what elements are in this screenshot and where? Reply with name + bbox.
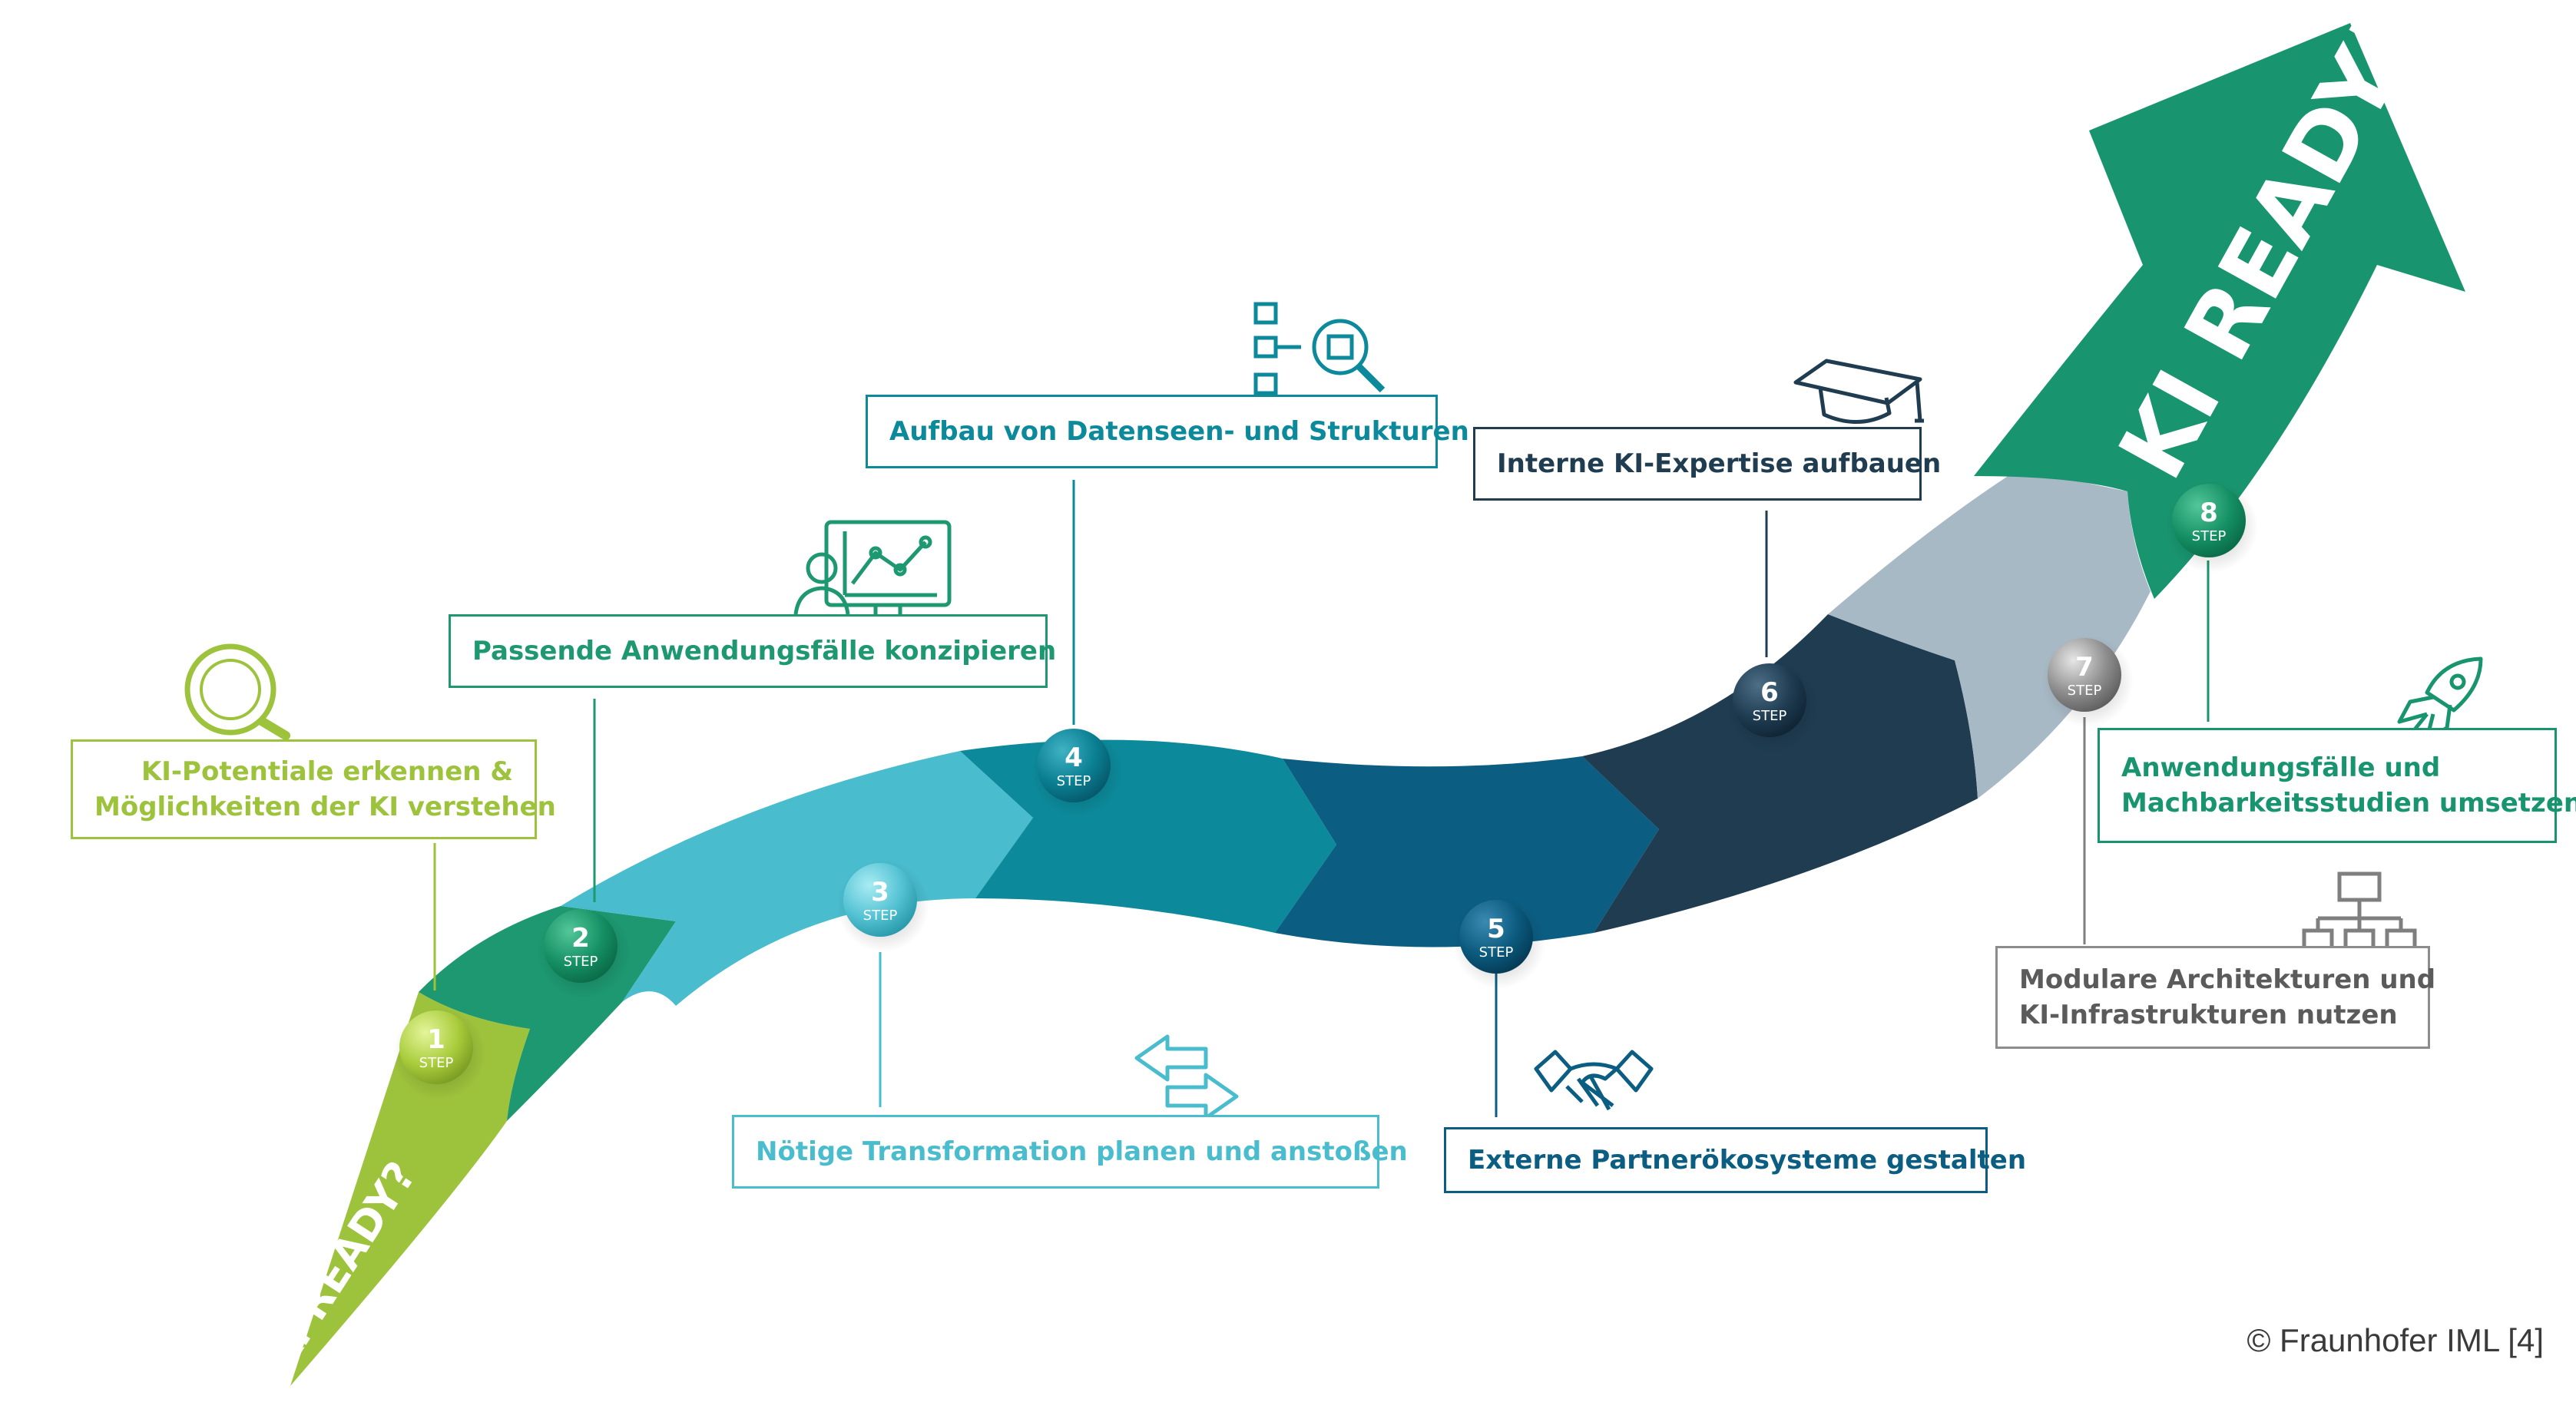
step-number: 8 — [2200, 498, 2218, 528]
ribbon-segment-1 — [290, 992, 530, 1386]
step-3-label-box: Nötige Transformation planen und anstoße… — [732, 1115, 1408, 1189]
step-badges: 1 STEP 2 STEP 3 STEP 4 STEP 5 STEP — [393, 481, 2258, 1100]
step-1-label-box: KI-Potentiale erkennen & Möglichkeiten d… — [71, 739, 556, 839]
step-number: 7 — [2075, 652, 2094, 683]
step-word: STEP — [2068, 683, 2102, 699]
step-badge-8: 8 STEP — [2166, 481, 2258, 573]
magnifier-icon — [184, 643, 290, 740]
step-8-line-1: Anwendungsfälle und — [2121, 752, 2441, 783]
graduation-cap-icon — [1793, 359, 1924, 424]
step-word: STEP — [564, 954, 598, 970]
step-word: STEP — [419, 1055, 454, 1071]
step-word: STEP — [1479, 944, 1514, 961]
step-badge-2: 2 STEP — [538, 906, 630, 998]
ribbon-segment-3 — [561, 751, 1033, 1006]
step-5-label-box: Externe Partnerökosysteme gestalten — [1444, 1127, 2027, 1193]
step-2-line-1: Passende Anwendungsfälle konzipieren — [472, 636, 1057, 666]
step-7-label-box: Modulare Architekturen und KI-Infrastruk… — [1995, 946, 2436, 1049]
ribbon-segment-5 — [1275, 756, 1659, 947]
step-2-label-box: Passende Anwendungsfälle konzipieren — [449, 614, 1057, 688]
ribbon-segment-8 — [1974, 23, 2465, 599]
step-number: 5 — [1487, 914, 1505, 944]
step-number: 1 — [427, 1024, 445, 1055]
exchange-arrows-icon — [1134, 1034, 1239, 1120]
step-badge-6: 6 STEP — [1727, 660, 1819, 752]
handshake-icon — [1534, 1050, 1654, 1111]
step-word: STEP — [1753, 708, 1787, 724]
step-5-line-1: Externe Partnerökosysteme gestalten — [1468, 1145, 2027, 1176]
copyright-notice: © Fraunhofer IML [4] — [2247, 1322, 2544, 1358]
step-badge-5: 5 STEP — [1453, 897, 1545, 989]
data-structure-search-icon — [1253, 302, 1386, 395]
ribbon-segment-6 — [1582, 614, 1978, 933]
step-6-line-1: Interne KI-Expertise aufbauen — [1497, 448, 1942, 479]
step-number: 6 — [1760, 677, 1779, 708]
step-7-line-1: Modulare Architekturen und — [2019, 964, 2436, 995]
step-word: STEP — [1057, 773, 1091, 789]
connector-lines — [433, 480, 2210, 1117]
step-badge-7: 7 STEP — [2041, 635, 2134, 727]
ribbon-start-label: KI READY? — [254, 1153, 425, 1381]
network-hierarchy-icon — [2302, 871, 2417, 951]
step-4-label-box: Aufbau von Datenseen- und Strukturen — [866, 395, 1469, 468]
step-3-line-1: Nötige Transformation planen und anstoße… — [756, 1136, 1408, 1167]
step-badge-1: 1 STEP — [393, 1007, 485, 1100]
ribbon-segment-7 — [1828, 468, 2151, 799]
step-badge-4: 4 STEP — [1031, 726, 1123, 818]
step-1-line-2: Möglichkeiten der KI verstehen — [94, 792, 556, 822]
step-word: STEP — [863, 908, 898, 924]
step-6-label-box: Interne KI-Expertise aufbauen — [1473, 427, 1942, 501]
step-number: 4 — [1065, 742, 1083, 773]
step-7-line-2: KI-Infrastrukturen nutzen — [2019, 1000, 2398, 1030]
step-1-line-1: KI-Potentiale erkennen & — [141, 756, 513, 787]
step-number: 3 — [871, 877, 889, 908]
presentation-chart-icon — [793, 520, 952, 615]
step-badge-3: 3 STEP — [837, 860, 929, 952]
step-8-label-box: Anwendungsfälle und Machbarkeitsstudien … — [2098, 728, 2576, 843]
step-number: 2 — [571, 923, 590, 954]
rocket-icon — [2397, 656, 2483, 741]
step-word: STEP — [2192, 528, 2227, 544]
step-8-line-2: Machbarkeitsstudien umsetzen — [2121, 788, 2576, 818]
step-4-line-1: Aufbau von Datenseen- und Strukturen — [889, 416, 1469, 447]
